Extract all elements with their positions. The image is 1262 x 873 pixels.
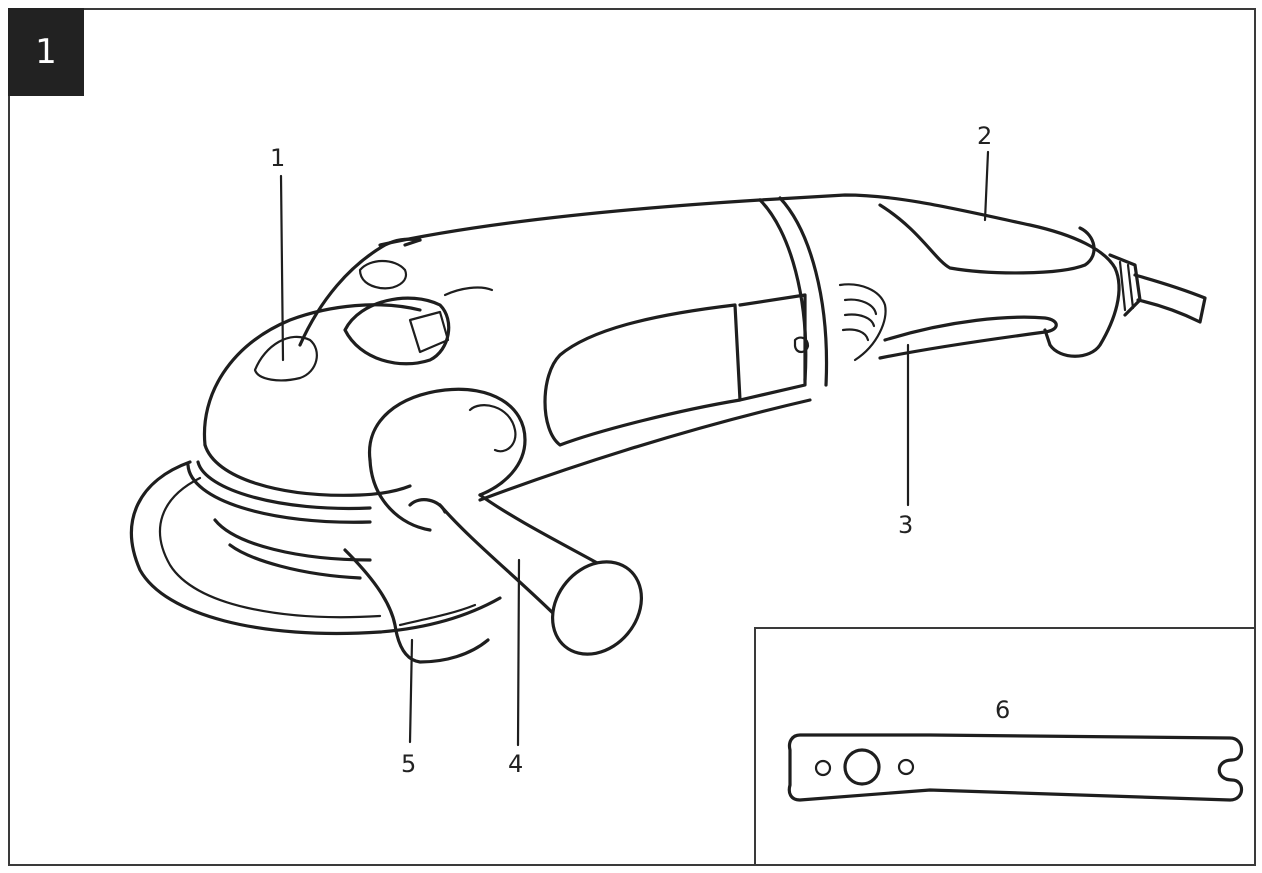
leader-lines	[279, 150, 990, 747]
gear-head	[186, 237, 494, 524]
callout-3: 3	[898, 511, 914, 539]
figure-frame	[8, 8, 1256, 866]
disc-guard	[130, 460, 502, 636]
leader-line-4	[516, 558, 521, 747]
rear-handle	[758, 193, 1207, 360]
guard-clamp	[343, 548, 490, 664]
callout-5: 5	[401, 750, 417, 778]
wrench-inset-panel	[754, 627, 1256, 866]
callout-4: 4	[508, 750, 524, 778]
callout-2: 2	[977, 122, 993, 150]
callout-1: 1	[270, 144, 286, 172]
leader-line-2	[983, 150, 990, 222]
leader-line-5	[408, 638, 414, 744]
callout-6: 6	[995, 696, 1011, 724]
figure-number-badge: 1	[8, 8, 84, 96]
motor-housing	[378, 196, 887, 502]
spanner-wrench	[787, 733, 1244, 802]
leader-line-1	[279, 174, 285, 362]
auxiliary-handle	[367, 387, 644, 656]
